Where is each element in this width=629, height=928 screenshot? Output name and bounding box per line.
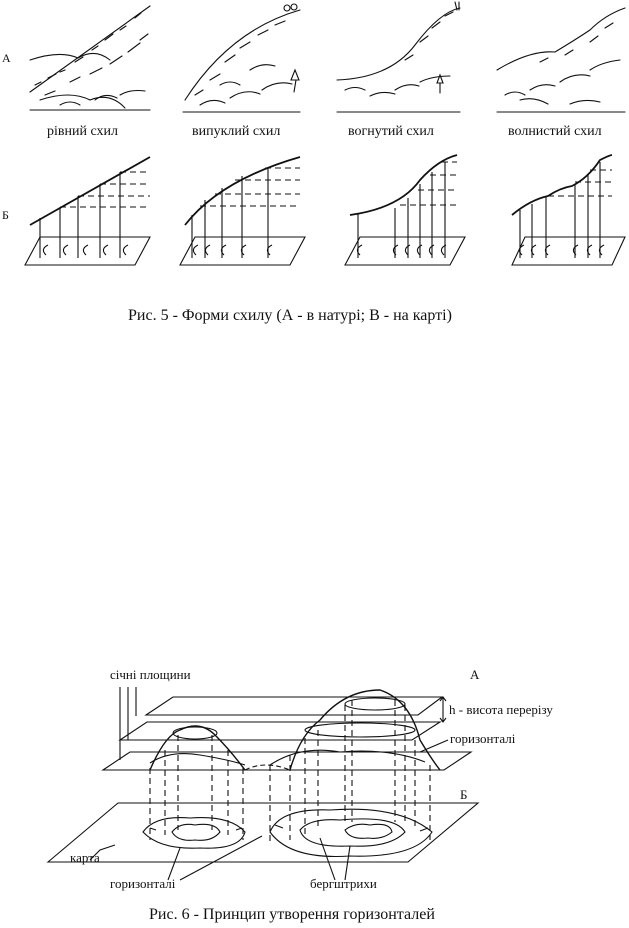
contour-principle-drawing [48,687,478,880]
figure-6-title: Рис. 6 - Принцип утворення горизонталей [149,906,435,924]
label-section-height: h - висота перерізу [449,702,553,718]
caption-wavy-slope: волнистий схил [508,124,602,140]
map-plane [48,803,478,862]
label-b: Б [460,787,467,803]
label-secant-planes: січні площини [110,667,191,683]
profile-straight [25,157,150,265]
plane-top [146,697,442,715]
sketch-wavy-slope [497,8,625,112]
plane-bottom [103,752,471,770]
figure-5-title: Рис. 5 - Форми схилу (А - в натурі; В - … [128,307,452,325]
label-a: А [470,667,479,683]
label-berg-strokes: бергштрихи [310,876,377,892]
label-contours-right: горизонталі [450,731,515,747]
profile-convex [180,157,305,265]
profile-wavy [512,155,625,265]
row-b-label: Б [2,208,9,223]
caption-concave-slope: вогнутий схил [348,124,434,140]
caption-convex-slope: випуклий схил [192,124,280,140]
caption-straight-slope: рівний схил [47,124,118,140]
row-a-label: А [2,51,11,66]
sketch-convex-slope [183,4,300,112]
plane-middle [120,722,440,740]
profile-concave [345,155,465,265]
label-contours-left: горизонталі [110,876,175,892]
label-map: карта [70,850,100,866]
sketch-concave-slope [337,2,460,112]
sketch-straight-slope [30,6,150,110]
